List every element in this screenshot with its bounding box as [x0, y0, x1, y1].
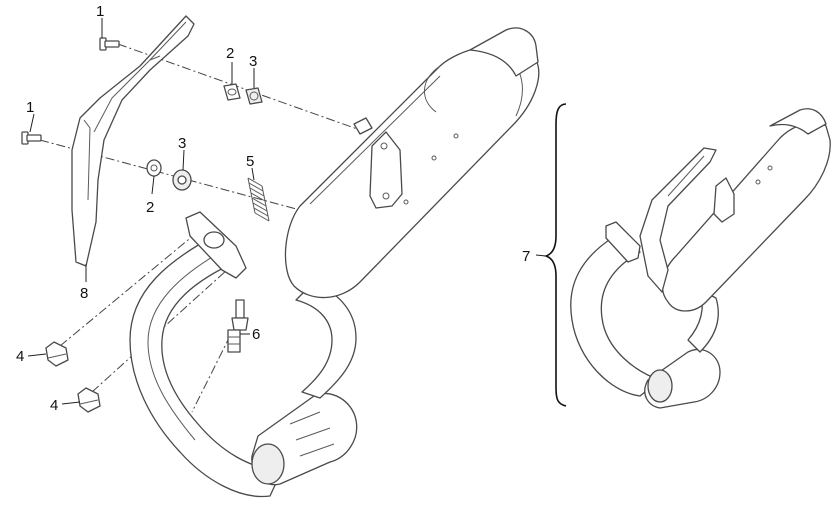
callout-labels: 1 1 2 2 3 3 5 6 4 4 8 7: [16, 3, 530, 414]
callout-spring: 5: [246, 153, 254, 170]
callout-heat-shield: 8: [80, 285, 88, 302]
muffler-main: [129, 27, 540, 498]
flange-nut-lower: [77, 387, 101, 413]
assembly-brace: [543, 103, 567, 407]
callout-muffler-assembly: 7: [522, 248, 530, 265]
callout-flange-nut-lower: 4: [50, 397, 58, 414]
spring: [247, 177, 270, 222]
grommet-upper: [245, 87, 263, 105]
callout-flange-nut-upper: 4: [16, 348, 24, 365]
flange-nut-upper: [45, 341, 69, 367]
callout-bolt-middle: 1: [26, 99, 34, 116]
callout-bolt-upper: 1: [96, 3, 104, 20]
callout-collar-upper: 2: [226, 45, 234, 62]
oxygen-sensor: [227, 299, 249, 353]
heat-shield: [71, 15, 195, 267]
grommet-middle: [172, 169, 192, 191]
collar-middle: [146, 159, 162, 177]
bolt-middle: [21, 131, 42, 145]
callout-oxygen-sensor: 6: [252, 326, 260, 343]
callout-collar-middle: 2: [146, 199, 154, 216]
callout-grommet-upper: 3: [249, 53, 257, 70]
bolt-upper: [99, 37, 120, 51]
muffler-assembly: [570, 108, 831, 409]
callout-grommet-middle: 3: [178, 135, 186, 152]
collar-upper: [223, 83, 241, 101]
callout-leaders: [27, 18, 547, 405]
